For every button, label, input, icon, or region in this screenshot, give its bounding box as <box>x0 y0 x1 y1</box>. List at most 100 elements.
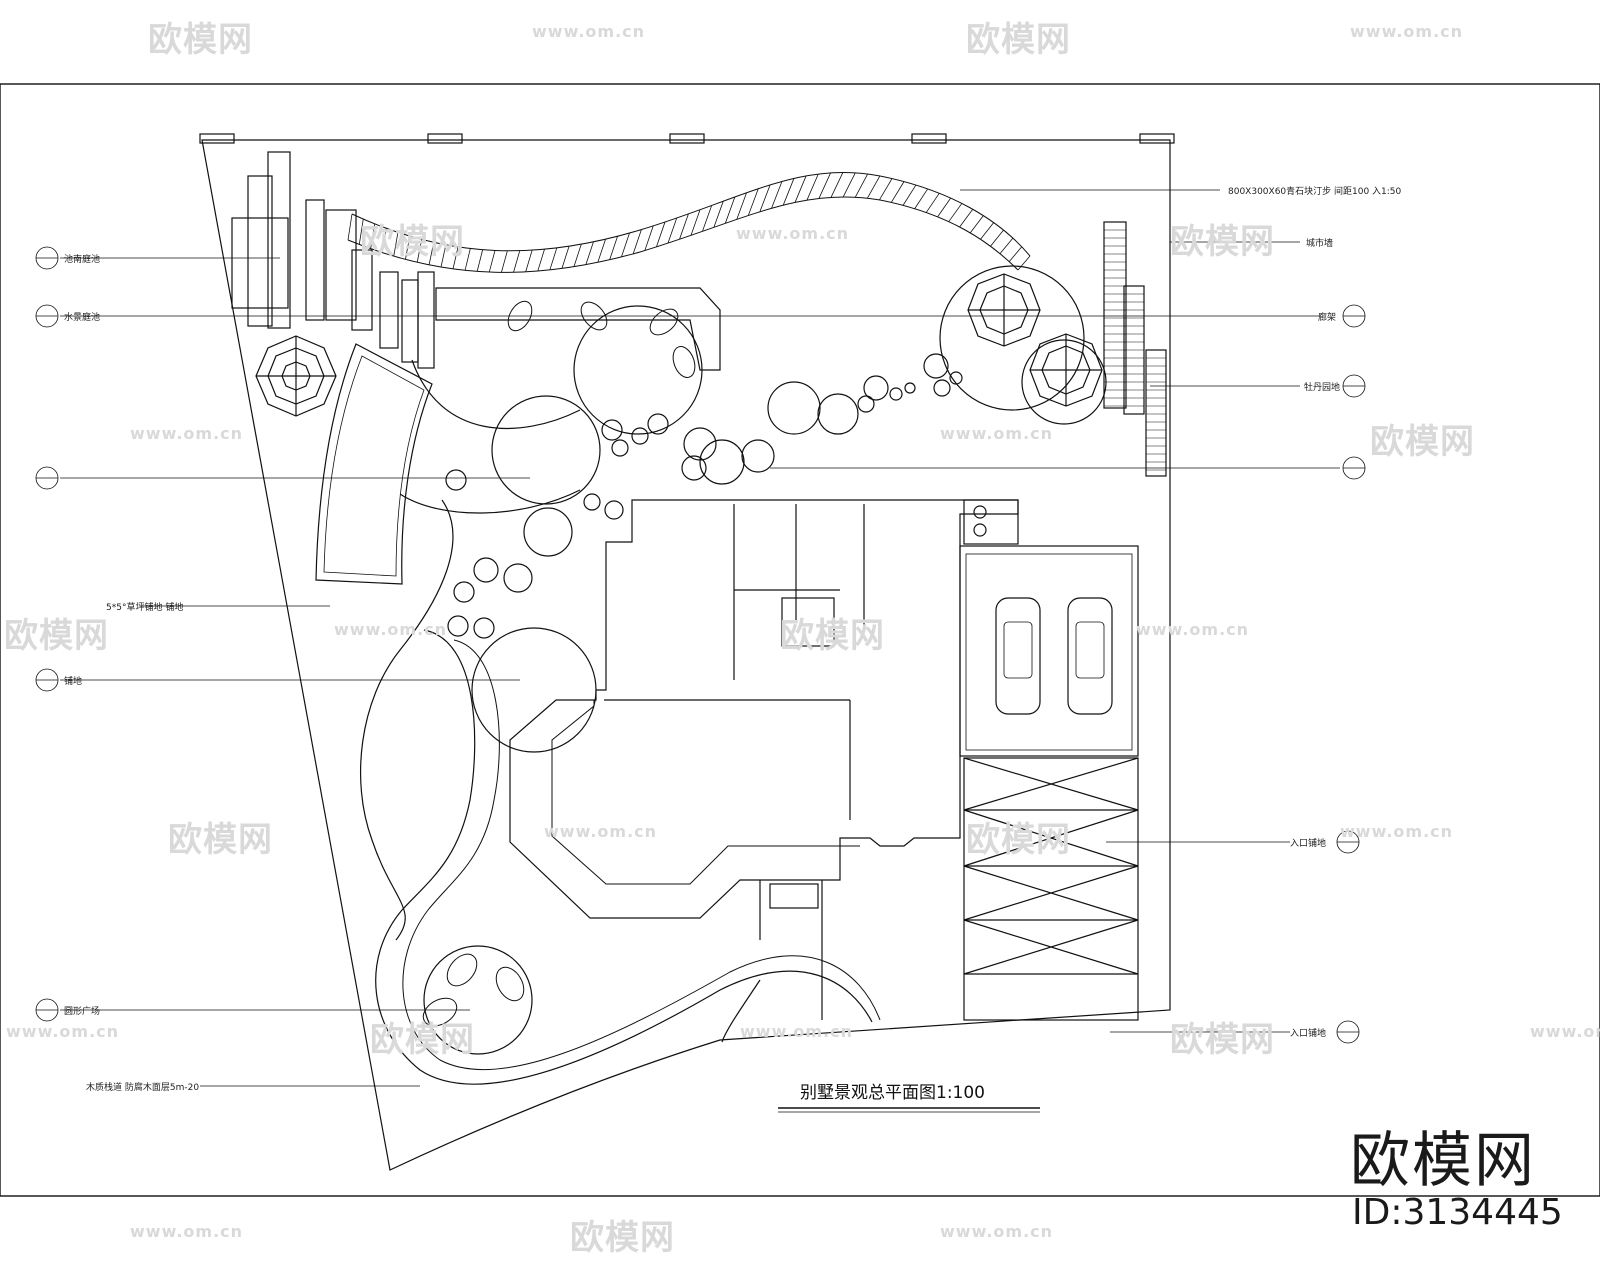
tree-symbols <box>422 300 696 1027</box>
stone-slab-divider <box>990 229 1004 247</box>
stepped-water-feature <box>231 151 435 369</box>
stone-slab-divider <box>573 244 582 267</box>
leader-lines <box>60 189 1340 1087</box>
brand-stamp: 欧模网 <box>1350 1126 1536 1196</box>
car <box>995 597 1041 715</box>
callout-bubbles <box>35 246 1366 1044</box>
stone-slab-divider <box>440 244 447 268</box>
label-entrance-2: 入口铺地 <box>1290 1029 1327 1039</box>
label-top-path: 800X300X60青石块汀步 间距100 入1:50 <box>1228 187 1402 197</box>
stone-slab-divider <box>476 249 484 272</box>
boundary-post <box>427 133 463 144</box>
site-boundary <box>201 139 1171 1171</box>
stone-slab-divider <box>937 197 951 218</box>
watermark-url: www.om.cn <box>1136 620 1250 639</box>
curved-terrace <box>315 343 433 585</box>
arc-path <box>411 359 581 430</box>
watermark-logo: 欧模网 <box>780 616 885 656</box>
watermark-logo: 欧模网 <box>1370 422 1475 462</box>
stone-slab-divider <box>347 213 353 241</box>
watermark-url: www.om.cn <box>130 1222 244 1241</box>
watermark-url: www.om.cn <box>334 620 448 639</box>
stone-slab-divider <box>771 181 783 209</box>
stone-slab-divider <box>488 250 496 273</box>
watermark-url: www.om.cn <box>1340 822 1454 841</box>
stone-slab-divider <box>370 223 376 249</box>
stone-slab-divider <box>879 178 893 201</box>
boundary-post <box>669 133 705 144</box>
pergola-deck <box>435 287 721 371</box>
stone-slab-divider <box>830 172 844 198</box>
label-round-plaza: 圆形广场 <box>64 1007 101 1017</box>
stone-slab-divider <box>405 236 411 260</box>
label-lawn: 5*5°草坪铺地 铺地 <box>106 603 184 613</box>
planting-circle <box>573 305 703 435</box>
stone-slab-divider <box>597 239 606 263</box>
stone-slab-divider <box>537 249 545 272</box>
stone-slab-divider <box>959 209 974 228</box>
watermark-logo: 欧模网 <box>148 20 253 60</box>
stone-slab-divider <box>890 181 905 203</box>
stone-slab-divider <box>501 250 508 273</box>
stone-slab-divider <box>969 215 984 234</box>
stone-slab-path <box>351 171 1031 257</box>
stone-slab-divider <box>525 250 533 272</box>
boundary-post <box>911 133 947 144</box>
stone-slab-divider <box>818 172 831 199</box>
watermark-url: www.om.cn <box>740 1022 854 1041</box>
watermark-logo: 欧模网 <box>168 820 273 860</box>
stone-slab-divider <box>999 237 1014 254</box>
stone-slab-divider <box>914 188 928 209</box>
stone-slab-divider <box>713 201 724 228</box>
label-right-mid: 牡丹园地 <box>1304 383 1341 393</box>
stone-slab-divider <box>854 173 869 198</box>
stone-slab-divider <box>842 172 856 198</box>
model-id: ID:3134445 <box>1352 1192 1563 1233</box>
garage <box>959 499 1139 757</box>
stone-slab-divider <box>561 246 570 269</box>
label-bottom-path: 木质栈道 防腐木面层5m-20 <box>86 1083 200 1093</box>
stone-slab-divider <box>1017 255 1031 271</box>
stone-slab-divider <box>632 229 642 254</box>
watermark-url: www.om.cn <box>6 1022 120 1041</box>
stone-slab-divider <box>549 247 558 271</box>
watermark-url: www.om.cn <box>532 22 646 41</box>
label-pool-left-1: 池南庭池 <box>64 255 101 265</box>
stone-slab-divider <box>1008 246 1023 262</box>
stone-slab-divider <box>690 209 701 236</box>
watermark-logo: 欧模网 <box>570 1218 675 1258</box>
watermark-url: www.om.cn <box>130 424 244 443</box>
stone-slab-divider <box>513 250 521 273</box>
boundary-post <box>199 133 235 144</box>
watermark-url: www.om.cn <box>940 1222 1054 1241</box>
stone-slab-divider <box>782 178 795 206</box>
watermark-logo: 欧模网 <box>966 820 1071 860</box>
watermark-logo: 欧模网 <box>360 222 465 262</box>
label-wall-right: 城市墙 <box>1306 239 1334 249</box>
stone-slab-divider <box>925 193 940 213</box>
label-pergola: 廊架 <box>1318 313 1337 323</box>
drawing-frame <box>0 83 1600 1197</box>
stone-slab-divider <box>585 241 594 265</box>
watermark-logo: 欧模网 <box>1170 1020 1275 1060</box>
left-plaza <box>471 627 597 753</box>
stone-slab-divider <box>416 239 423 263</box>
stone-slab-divider <box>644 225 654 251</box>
watermark-url: www.om.cn <box>1350 22 1464 41</box>
stone-slab-divider <box>428 242 435 265</box>
watermark-url: www.om.cn <box>1530 1022 1600 1041</box>
stone-slab-divider <box>679 213 689 240</box>
watermark-url: www.om.cn <box>736 224 850 243</box>
boundary-post <box>1139 133 1175 144</box>
pavilion-left <box>255 335 337 417</box>
watermark-logo: 欧模网 <box>4 616 109 656</box>
stone-slab-divider <box>464 248 471 271</box>
watermark-url: www.om.cn <box>940 424 1054 443</box>
watermark-logo: 欧模网 <box>370 1020 475 1060</box>
stone-slab-divider <box>806 173 819 201</box>
drawing-title: 别墅景观总平面图1:100 <box>800 1083 985 1103</box>
stone-slabs <box>347 172 1031 273</box>
stone-slab-divider <box>702 205 713 232</box>
